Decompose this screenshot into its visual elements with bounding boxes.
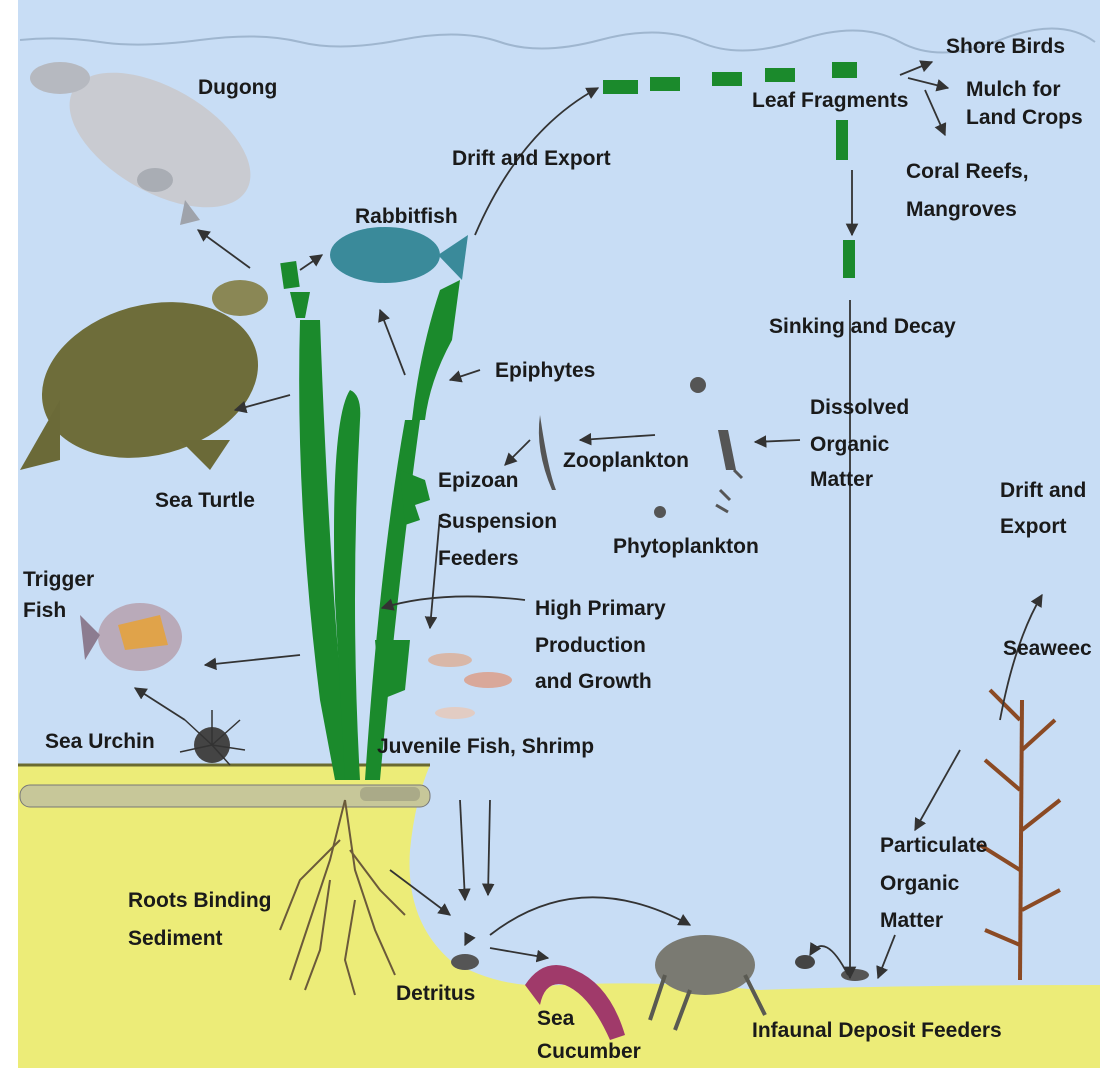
label-phytoplankton: Phytoplankton — [613, 533, 759, 561]
label-juvenile: Juvenile Fish, Shrimp — [377, 733, 594, 761]
label-trigger-2: Fish — [23, 597, 66, 625]
label-drift-export-top: Drift and Export — [452, 145, 611, 173]
label-epizoan-3: Feeders — [438, 545, 519, 573]
label-dom-2: Organic — [810, 431, 889, 459]
label-sea-cucumber-1: Sea — [537, 1005, 574, 1033]
label-hpp-2: Production — [535, 632, 646, 660]
label-leaf-fragments: Leaf Fragments — [752, 87, 908, 115]
label-mulch-1: Mulch for — [966, 76, 1061, 104]
label-epizoan-2: Suspension — [438, 508, 557, 536]
label-pom-2: Organic — [880, 870, 959, 898]
label-epizoan-1: Epizoan — [438, 467, 519, 495]
label-drift-export-right-1: Drift and — [1000, 477, 1086, 505]
label-dom-3: Matter — [810, 466, 873, 494]
label-roots-2: Sediment — [128, 925, 223, 953]
detritus-illustration — [451, 954, 479, 970]
label-hpp-1: High Primary — [535, 595, 666, 623]
label-hpp-3: and Growth — [535, 668, 652, 696]
label-pom-1: Particulate — [880, 832, 987, 860]
label-sea-cucumber-2: Cucumber — [537, 1038, 641, 1066]
label-coral-1: Coral Reefs, — [906, 158, 1029, 186]
label-sea-turtle: Sea Turtle — [155, 487, 255, 515]
label-coral-2: Mangroves — [906, 196, 1017, 224]
label-dom-1: Dissolved — [810, 394, 909, 422]
label-sea-urchin: Sea Urchin — [45, 728, 155, 756]
label-epiphytes: Epiphytes — [495, 357, 595, 385]
label-shore-birds: Shore Birds — [946, 33, 1065, 61]
label-rabbitfish: Rabbitfish — [355, 203, 458, 231]
label-roots-1: Roots Binding — [128, 887, 271, 915]
label-detritus: Detritus — [396, 980, 475, 1008]
label-pom-3: Matter — [880, 907, 943, 935]
label-sinking-decay: Sinking and Decay — [769, 313, 956, 341]
label-infaunal: Infaunal Deposit Feeders — [752, 1017, 1002, 1045]
label-mulch-2: Land Crops — [966, 104, 1083, 132]
label-seaweed: Seaweec — [1003, 635, 1092, 663]
label-dugong: Dugong — [198, 74, 277, 102]
label-zooplankton: Zooplankton — [563, 447, 689, 475]
label-trigger-1: Trigger — [23, 566, 94, 594]
label-drift-export-right-2: Export — [1000, 513, 1067, 541]
